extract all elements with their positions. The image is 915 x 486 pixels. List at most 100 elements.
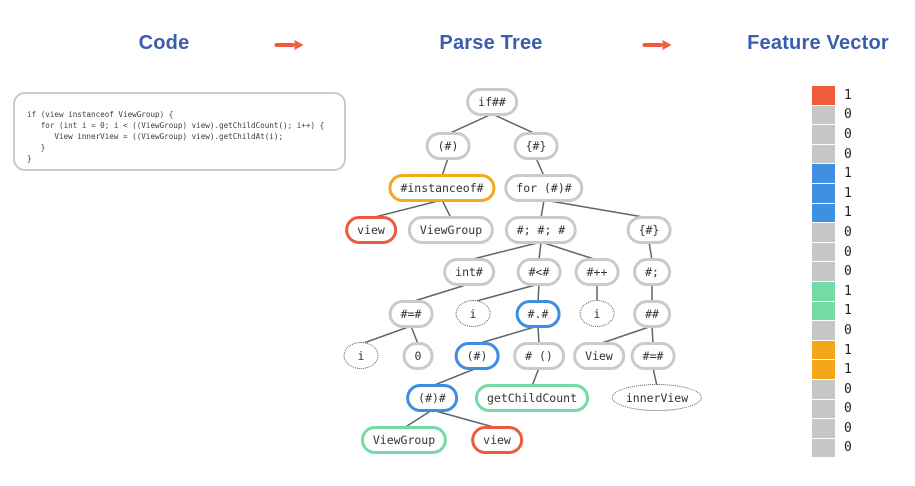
tree-edge <box>360 325 412 345</box>
tree-node-for-header: #; #; # <box>504 216 578 244</box>
vector-cell-value: 1 <box>844 166 852 182</box>
tree-edge <box>468 241 542 261</box>
tree-edge <box>538 241 542 261</box>
vector-cell-swatch <box>812 281 835 301</box>
header-code-label: Code <box>138 32 190 54</box>
vector-cell-10: 1 <box>812 281 852 301</box>
tree-edge <box>431 367 478 387</box>
vector-cell-14: 1 <box>812 360 852 379</box>
vector-cell-value: 0 <box>844 224 852 240</box>
vector-cell-value: 1 <box>844 205 852 221</box>
vector-cell-5: 1 <box>812 183 852 203</box>
tree-node-dot: #.# <box>515 300 561 328</box>
tree-node-for: for (#)# <box>504 174 584 202</box>
tree-node-get-child-count: getChildCount <box>474 384 590 412</box>
tree-node-call: # () <box>513 342 565 370</box>
vector-cell-value: 0 <box>844 420 852 436</box>
vector-cell-value: 0 <box>844 107 852 123</box>
tree-node-less-than: #<# <box>516 258 562 286</box>
tree-edge <box>543 199 650 219</box>
vector-cell-1: 0 <box>812 105 852 125</box>
vector-cell-swatch <box>812 379 835 399</box>
vector-cell-9: 0 <box>812 262 852 281</box>
vector-cell-swatch <box>812 301 835 321</box>
tree-edge <box>652 367 658 387</box>
vector-cell-swatch <box>812 242 835 262</box>
vector-cell-swatch <box>812 438 835 458</box>
vector-cell-2: 0 <box>812 125 852 144</box>
tree-node-instanceof: #instanceof# <box>388 174 496 202</box>
vector-cell-value: 0 <box>844 322 852 338</box>
vector-cell-swatch <box>812 321 835 340</box>
vector-cell-swatch <box>812 399 835 419</box>
tree-node-int-decl: int# <box>443 258 495 286</box>
tree-edge <box>403 409 433 429</box>
vector-cell-17: 0 <box>812 419 852 438</box>
tree-node-decl: ## <box>633 300 671 328</box>
vector-cell-15: 0 <box>812 379 852 399</box>
tree-node-incr: #++ <box>574 258 620 286</box>
vector-cell-13: 1 <box>812 340 852 360</box>
tree-node-cast: (#)# <box>406 384 458 412</box>
tree-node-view-2: view <box>471 426 523 454</box>
vector-cell-6: 1 <box>812 203 852 223</box>
tree-edge <box>476 325 539 345</box>
tree-edge <box>598 325 653 345</box>
vector-cell-swatch <box>812 340 835 360</box>
vector-cell-value: 0 <box>844 146 852 162</box>
tree-node-assign-1: #=# <box>388 300 434 328</box>
tree-edge <box>447 113 493 135</box>
vector-cell-18: 0 <box>812 438 852 458</box>
tree-edge <box>441 199 452 219</box>
vector-cell-swatch <box>812 164 835 183</box>
tree-edge <box>410 283 470 303</box>
tree-node-inner-view: innerView <box>611 384 703 411</box>
vector-cell-4: 1 <box>812 164 852 183</box>
tree-node-cond-paren: (#) <box>425 132 471 160</box>
tree-edge <box>370 199 443 219</box>
tree-node-viewgroup-1: ViewGroup <box>407 216 495 244</box>
vector-cell-value: 0 <box>844 401 852 417</box>
tree-edge <box>431 409 498 429</box>
vector-cell-11: 1 <box>812 301 852 321</box>
tree-edge <box>540 199 545 219</box>
vector-cell-value: 0 <box>844 440 852 456</box>
vector-cell-value: 0 <box>844 244 852 260</box>
vector-cell-3: 0 <box>812 144 852 164</box>
vector-cell-value: 1 <box>844 303 852 319</box>
vector-cell-value: 1 <box>844 362 852 378</box>
tree-edge <box>537 283 540 303</box>
header-parse-tree-label: Parse Tree <box>439 32 543 54</box>
vector-cell-7: 0 <box>812 223 852 242</box>
arrow-head <box>294 40 304 50</box>
tree-node-body-brace: {#} <box>513 132 559 160</box>
code-snippet: if (view instanceof ViewGroup) { for (in… <box>27 110 325 163</box>
tree-node-cast-paren: (#) <box>454 342 500 370</box>
arrow-icon <box>642 40 672 50</box>
tree-node-view-1: view <box>345 216 397 244</box>
arrow-icon <box>274 40 304 50</box>
tree-node-root: if## <box>466 88 518 116</box>
vector-cell-swatch <box>812 419 835 438</box>
vector-cell-value: 0 <box>844 381 852 397</box>
vector-cell-value: 0 <box>844 126 852 142</box>
tree-node-assign-2: #=# <box>630 342 676 370</box>
tree-node-i-3: i <box>343 342 379 369</box>
vector-cell-swatch <box>812 203 835 223</box>
arrow-shaft <box>642 43 663 47</box>
tree-edge <box>472 283 540 303</box>
tree-edge <box>651 325 654 345</box>
vector-cell-12: 0 <box>812 321 852 340</box>
tree-node-inner-brace: {#} <box>626 216 672 244</box>
vector-cell-value: 1 <box>844 87 852 103</box>
vector-cell-swatch <box>812 223 835 242</box>
vector-cell-swatch <box>812 144 835 164</box>
tree-edge <box>540 241 598 261</box>
tree-edge <box>648 241 653 261</box>
vector-cell-value: 1 <box>844 342 852 358</box>
vector-cell-value: 0 <box>844 264 852 280</box>
vector-cell-swatch <box>812 360 835 379</box>
arrow-head <box>662 40 672 50</box>
